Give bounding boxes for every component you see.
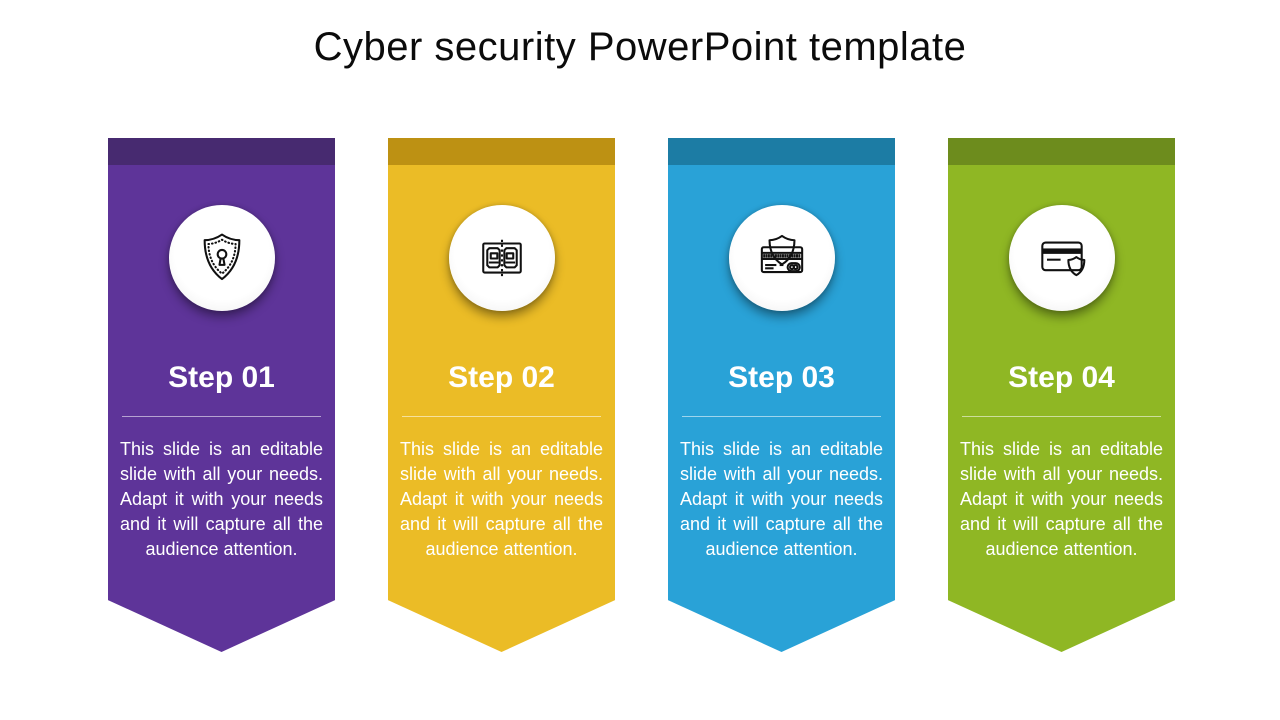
icon-circle	[728, 205, 835, 311]
icon-circle	[448, 205, 555, 311]
icon-circle	[1008, 205, 1115, 311]
step-banner-02: Step 02 This slide is an editable slide …	[388, 138, 615, 652]
shield-keyhole-icon	[203, 233, 240, 281]
step-description: This slide is an editable slide with all…	[960, 439, 1163, 559]
secure-passbook-icon	[481, 239, 522, 277]
credit-card-shield-icon	[760, 234, 803, 274]
step-title: Step 01	[168, 361, 275, 394]
title-divider	[962, 416, 1161, 417]
step-banner-01: Step 01 This slide is an editable slide …	[108, 138, 335, 652]
step-banner-03: Step 03 This slide is an editable slide …	[668, 138, 895, 652]
page-title: Cyber security PowerPoint template	[313, 25, 967, 69]
step-description: This slide is an editable slide with all…	[120, 439, 323, 559]
step-title: Step 04	[1008, 361, 1115, 394]
step-title: Step 03	[728, 361, 835, 394]
step-description: This slide is an editable slide with all…	[680, 439, 883, 559]
icon-circle	[168, 205, 275, 311]
step-title: Step 02	[448, 361, 555, 394]
card-protection-shield-icon	[1040, 241, 1085, 277]
banner-top-band	[388, 138, 615, 165]
step-description: This slide is an editable slide with all…	[400, 439, 603, 559]
title-divider	[122, 416, 321, 417]
step-banner-04: Step 04 This slide is an editable slide …	[948, 138, 1175, 652]
banner-top-band	[108, 138, 335, 165]
banner-top-band	[948, 138, 1175, 165]
title-divider	[402, 416, 601, 417]
title-divider	[682, 416, 881, 417]
banner-top-band	[668, 138, 895, 165]
